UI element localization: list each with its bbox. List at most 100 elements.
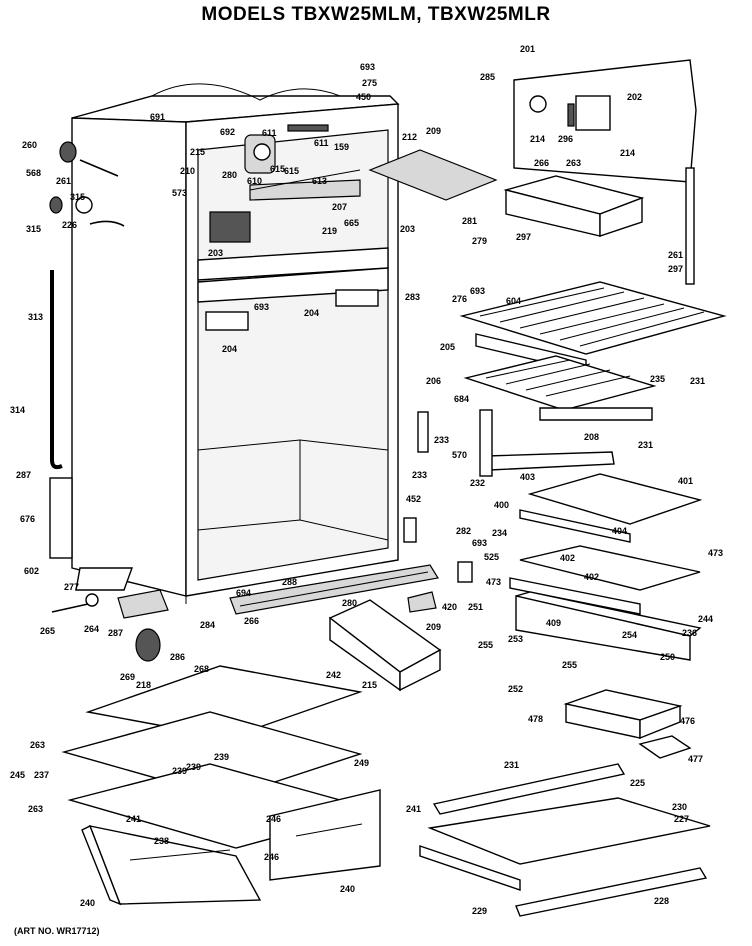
part-label-473: 473 <box>486 577 501 587</box>
part-label-314: 314 <box>10 405 25 415</box>
part-label-570: 570 <box>452 450 467 460</box>
part-label-232: 232 <box>470 478 485 488</box>
part-label-218: 218 <box>136 680 151 690</box>
crisper-assembly <box>61 665 381 906</box>
damper-housing <box>368 149 498 201</box>
part-label-264: 264 <box>84 624 99 634</box>
part-label-209: 209 <box>426 126 441 136</box>
part-label-403: 403 <box>520 472 535 482</box>
shelf-bracket <box>417 411 429 453</box>
part-label-286: 286 <box>170 652 185 662</box>
part-label-236: 236 <box>682 628 697 638</box>
part-label-253: 253 <box>508 634 523 644</box>
part-label-613: 613 <box>312 176 327 186</box>
part-label-241: 241 <box>126 814 141 824</box>
part-label-261: 261 <box>668 250 683 260</box>
part-label-263: 263 <box>30 740 45 750</box>
part-label-602: 602 <box>24 566 39 576</box>
top-controls <box>209 124 361 243</box>
part-label-473: 473 <box>708 548 723 558</box>
part-label-694: 694 <box>236 588 251 598</box>
part-label-287: 287 <box>108 628 123 638</box>
part-label-210: 210 <box>180 166 195 176</box>
part-label-288: 288 <box>282 577 297 587</box>
part-label-269: 269 <box>120 672 135 682</box>
side-rail <box>685 167 695 285</box>
part-label-214: 214 <box>620 148 635 158</box>
part-label-684: 684 <box>454 394 469 404</box>
wire-shelf-upper <box>459 281 727 373</box>
cam-block <box>457 561 473 583</box>
part-label-203: 203 <box>208 248 223 258</box>
part-label-204: 204 <box>222 344 237 354</box>
part-label-255: 255 <box>562 660 577 670</box>
part-label-268: 268 <box>194 664 209 674</box>
cross-rails <box>197 247 389 331</box>
part-label-280: 280 <box>222 170 237 180</box>
part-label-402: 402 <box>584 572 599 582</box>
part-label-409: 409 <box>546 618 561 628</box>
part-label-691: 691 <box>150 112 165 122</box>
part-label-525: 525 <box>484 552 499 562</box>
part-label-263: 263 <box>566 158 581 168</box>
part-label-246: 246 <box>264 852 279 862</box>
part-label-265: 265 <box>40 626 55 636</box>
part-label-568: 568 <box>26 168 41 178</box>
part-label-227: 227 <box>674 814 689 824</box>
part-label-239: 239 <box>172 766 187 776</box>
part-label-212: 212 <box>402 132 417 142</box>
art-number: (ART NO. WR17712) <box>14 926 100 936</box>
glass-shelf-401 <box>485 451 703 543</box>
part-label-296: 296 <box>558 134 573 144</box>
part-label-401: 401 <box>678 476 693 486</box>
shelf-support <box>479 409 493 477</box>
part-label-252: 252 <box>508 684 523 694</box>
part-label-280: 280 <box>342 598 357 608</box>
part-label-478: 478 <box>528 714 543 724</box>
part-label-297: 297 <box>516 232 531 242</box>
part-label-573: 573 <box>172 188 187 198</box>
part-label-204: 204 <box>304 308 319 318</box>
part-label-251: 251 <box>468 602 483 612</box>
part-label-693: 693 <box>360 62 375 72</box>
part-label-420: 420 <box>442 602 457 612</box>
part-label-260: 260 <box>22 140 37 150</box>
hinge-plate <box>403 517 417 543</box>
part-label-281: 281 <box>462 216 477 226</box>
part-label-231: 231 <box>504 760 519 770</box>
part-label-245: 245 <box>10 770 25 780</box>
part-label-231: 231 <box>690 376 705 386</box>
part-label-693: 693 <box>472 538 487 548</box>
diagram-title: MODELS TBXW25MLM, TBXW25MLR <box>201 4 551 25</box>
bracket-209 <box>407 591 437 613</box>
part-label-297: 297 <box>668 264 683 274</box>
part-label-404: 404 <box>612 526 627 536</box>
part-label-240: 240 <box>80 898 95 908</box>
part-label-615: 615 <box>270 164 285 174</box>
part-label-228: 228 <box>654 896 669 906</box>
part-label-279: 279 <box>472 236 487 246</box>
part-label-201: 201 <box>520 44 535 54</box>
part-label-450: 450 <box>356 92 371 102</box>
part-label-215: 215 <box>362 680 377 690</box>
part-label-285: 285 <box>480 72 495 82</box>
part-label-452: 452 <box>406 494 421 504</box>
part-label-234: 234 <box>492 528 507 538</box>
part-label-159: 159 <box>334 142 349 152</box>
part-label-237: 237 <box>34 770 49 780</box>
part-label-284: 284 <box>200 620 215 630</box>
part-label-611: 611 <box>314 138 329 148</box>
part-label-615: 615 <box>284 166 299 176</box>
part-label-277: 277 <box>64 582 79 592</box>
part-label-241: 241 <box>406 804 421 814</box>
part-label-219: 219 <box>322 226 337 236</box>
part-label-206: 206 <box>426 376 441 386</box>
freezer-shelf <box>419 763 711 917</box>
part-label-226: 226 <box>62 220 77 230</box>
rear-panel <box>513 59 697 183</box>
part-label-610: 610 <box>247 176 262 186</box>
part-label-242: 242 <box>326 670 341 680</box>
part-label-477: 477 <box>688 754 703 764</box>
wire-shelf-lower <box>463 355 657 421</box>
